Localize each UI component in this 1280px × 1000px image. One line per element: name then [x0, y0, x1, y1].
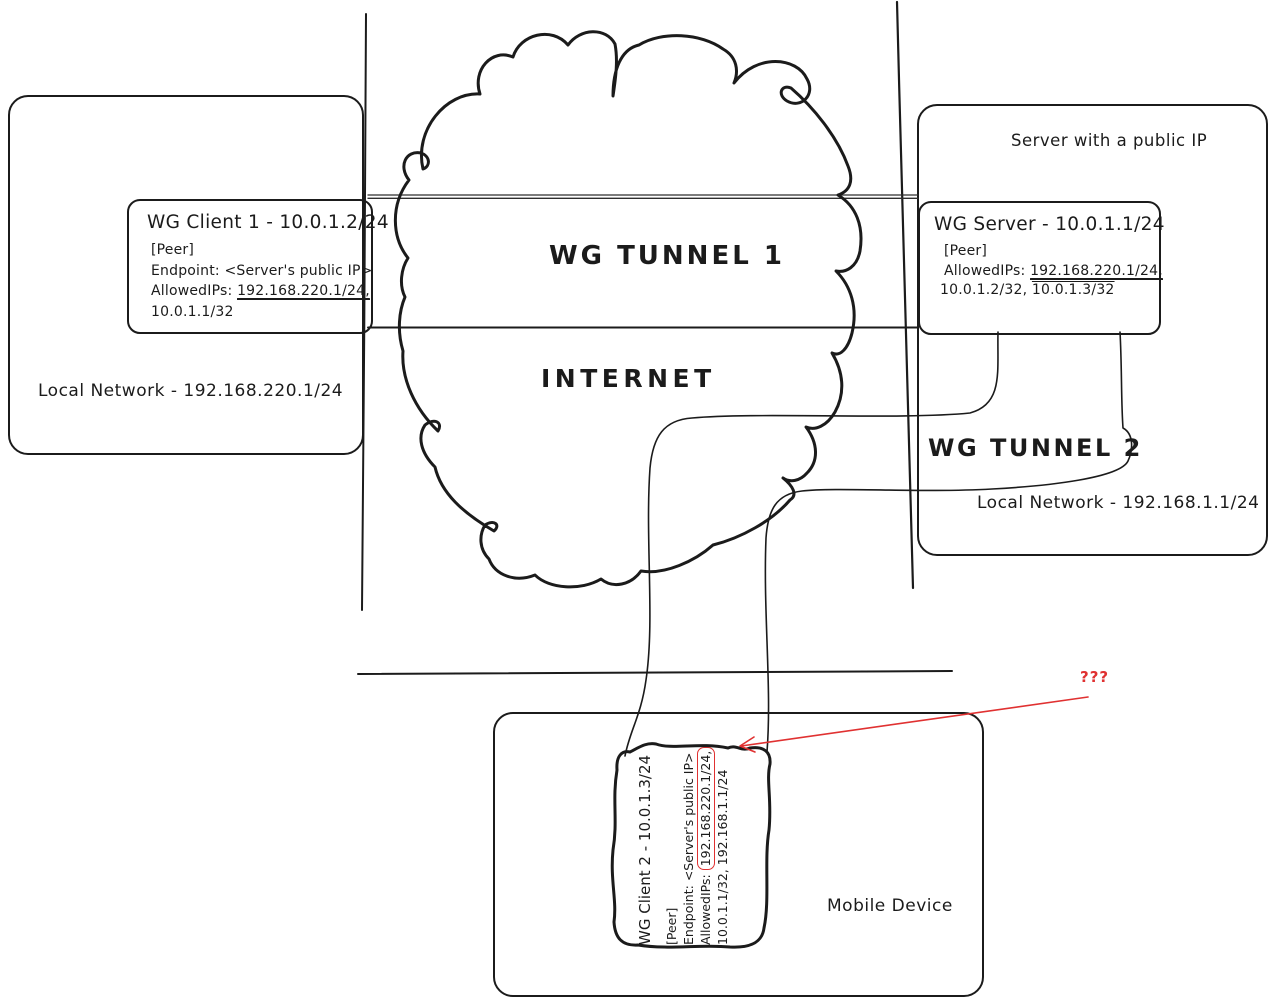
- wg-server-title: WG Server - 10.0.1.1/24: [934, 214, 1165, 235]
- wg-client1-config: [Peer] Endpoint: <Server's public IP> Al…: [151, 240, 373, 322]
- peer-header: [Peer]: [664, 907, 679, 945]
- bottom-divider-line: [357, 670, 953, 675]
- allowedips-rest-prefix: 10.0.1.2/32,: [940, 282, 1032, 298]
- wg-server-config: [Peer] AllowedIPs: 192.168.220.1/24, 10.…: [940, 242, 1163, 301]
- peer-header: [Peer]: [151, 242, 195, 258]
- internet-cloud-outline: [393, 30, 863, 589]
- server-network-label: Local Network - 192.168.1.1/24: [977, 493, 1260, 513]
- allowedips-highlight-box: 192.168.220.1/24,: [697, 746, 715, 871]
- question-marks-annotation: ???: [1080, 668, 1110, 686]
- client1-network-label: Local Network - 192.168.220.1/24: [38, 381, 344, 401]
- allowedips-rest: 10.0.1.2/32, 10.0.1.3/32: [940, 281, 1159, 301]
- mobile-device-label: Mobile Device: [827, 896, 953, 916]
- allowedips-line: AllowedIPs: 192.168.220.1/24,: [151, 281, 371, 302]
- allowedips-line: AllowedIPs: 192.168.220.1/24,: [697, 746, 715, 945]
- wg-client2-config: [Peer] Endpoint: <Server's public IP> Al…: [663, 746, 731, 946]
- endpoint-line: Endpoint: <Server's public IP>: [681, 752, 696, 946]
- wg-tunnel2-label: WG TUNNEL 2: [928, 434, 1143, 462]
- wg-client2-title: WG Client 2 - 10.0.1.3/24: [636, 754, 654, 945]
- server-box-title: Server with a public IP: [1011, 131, 1208, 150]
- allowedips-underlined: 192.168.220.1/24,: [1030, 262, 1163, 280]
- right-divider-line: [895, 0, 915, 590]
- peer-header: [Peer]: [944, 243, 988, 259]
- internet-label: INTERNET: [541, 364, 716, 393]
- allowedips-overlined: 10.0.1.3/32: [1031, 282, 1115, 298]
- allowedips-line: AllowedIPs: 192.168.220.1/24,: [944, 262, 1163, 282]
- wg-tunnel1-label: WG TUNNEL 1: [549, 241, 785, 271]
- endpoint-line: Endpoint: <Server's public IP>: [151, 262, 373, 279]
- allowedips-prefix: AllowedIPs:: [944, 262, 1031, 279]
- allowedips-rest: 10.0.1.1/32, 192.168.1.1/24: [715, 769, 730, 945]
- wg-server-box: WG Server - 10.0.1.1/24 [Peer] AllowedIP…: [918, 201, 1165, 335]
- wg-client1-box: WG Client 1 - 10.0.1.2/24 [Peer] Endpoin…: [127, 199, 389, 334]
- allowedips-rest: 10.0.1.1/32: [151, 303, 234, 320]
- allowedips-prefix: AllowedIPs:: [151, 283, 238, 299]
- allowedips-underlined: 192.168.220.1/24,: [237, 283, 370, 300]
- allowedips-prefix: AllowedIPs:: [698, 870, 713, 945]
- wg-client1-title: WG Client 1 - 10.0.1.2/24: [147, 212, 389, 233]
- wg-client2-config-rotated: WG Client 2 - 10.0.1.3/24 [Peer] Endpoin…: [630, 746, 762, 946]
